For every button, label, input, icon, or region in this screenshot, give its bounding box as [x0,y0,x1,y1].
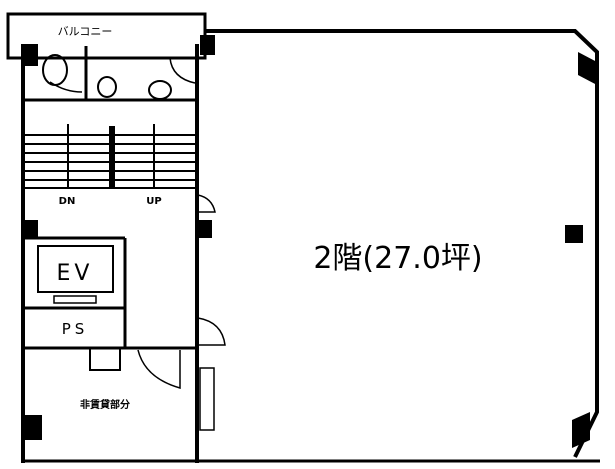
column [196,220,212,238]
toilet-door-swing-icon [49,81,83,93]
elevator-car [37,245,114,293]
stairs-up-label: UP [146,196,161,207]
door-swing-icon [197,317,226,346]
elevator-label: EV [57,261,94,286]
door-swing-icon [137,349,181,389]
non-rental-label: 非賃貸部分 [80,398,130,411]
sink-icon [97,76,117,98]
column [22,220,38,238]
floor-label: 2階(27.0坪) [313,241,482,276]
sink-icon [148,80,172,100]
balcony-label: バルコニー [58,25,113,38]
column [578,52,597,85]
column [565,225,583,243]
column [22,44,38,66]
shelf [199,367,215,431]
column [22,415,42,440]
door-swing-icon [169,57,196,84]
column [572,412,590,448]
stairs-down-label: DN [59,196,76,207]
door-swing-icon [197,194,216,213]
staircase [23,124,197,189]
column [200,35,215,55]
pipe-space-label: PS [62,320,89,338]
elevator-sill [53,295,97,304]
